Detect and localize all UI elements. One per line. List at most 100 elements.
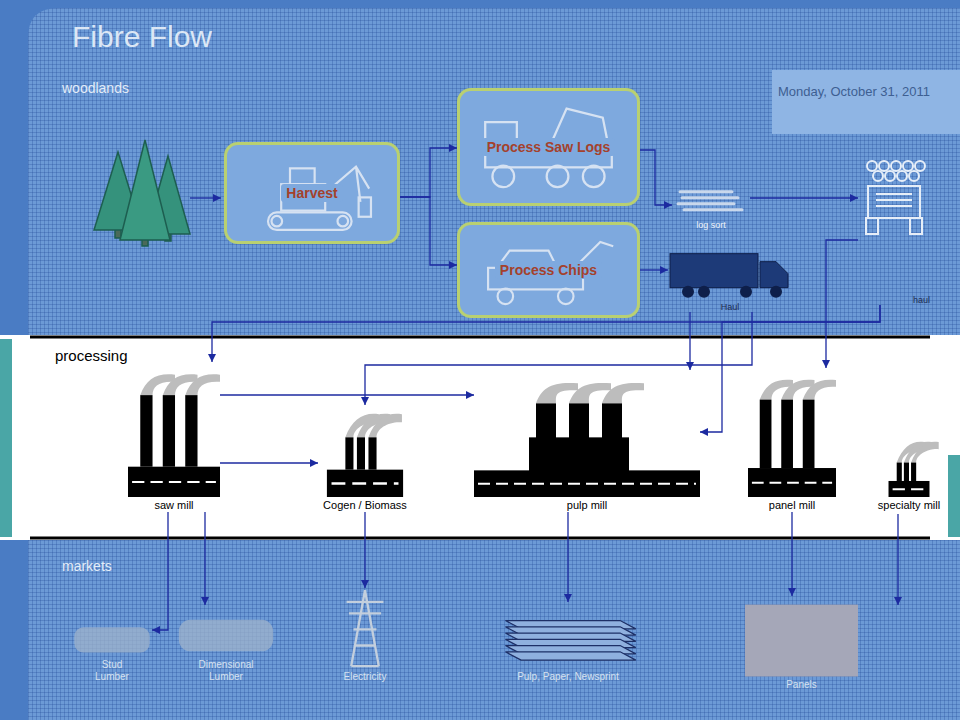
region-band: processingsaw mill Cogen / Biomass pulp mi… (0, 335, 960, 540)
region-band: marketsStud Lumber Dimensional LumberElec… (0, 540, 960, 720)
process-label: Process Saw Logs (482, 138, 616, 156)
icon-circle (558, 289, 574, 305)
icon-rect (327, 470, 403, 498)
icon-node: Electricity (325, 588, 405, 682)
process-box: Process Saw Logs (457, 88, 640, 206)
icon-label: Dimensional Lumber (190, 659, 262, 682)
icon-circle (770, 286, 782, 298)
node-icon (745, 596, 858, 677)
icon-rect (474, 470, 700, 497)
node-icon (748, 368, 836, 497)
icon-circle (891, 161, 901, 171)
flow-connector (400, 148, 457, 197)
icon-path (760, 262, 788, 288)
icon-node: Stud Lumber (72, 610, 152, 682)
icon-rect (745, 605, 858, 677)
node-icon (176, 605, 276, 657)
icon-group (488, 242, 613, 304)
icon-path (368, 414, 401, 438)
process-box: Harvest (224, 142, 400, 244)
tree (94, 152, 142, 230)
flow-connector (689, 312, 690, 370)
node-icon (72, 610, 152, 657)
icon-rect (866, 218, 878, 234)
icon-rect (670, 254, 758, 288)
flow-connector (365, 312, 752, 405)
icon-node: Haul (668, 248, 792, 312)
icon-rect (897, 463, 902, 481)
node-icon (474, 370, 700, 497)
icon-path (876, 194, 912, 206)
flow-connector (220, 462, 318, 463)
icon-line (752, 482, 832, 484)
icon-rect (179, 620, 273, 651)
icon-rect (290, 168, 315, 184)
icon-label: pulp mill (567, 499, 607, 512)
band-divider (30, 336, 930, 339)
icon-label: Electricity (344, 671, 387, 683)
node-icon (672, 182, 750, 218)
icon-path (347, 590, 384, 666)
flow-connector (567, 512, 568, 602)
icon-path (678, 192, 742, 210)
tree (146, 156, 190, 234)
icon-circle (873, 171, 883, 181)
node-icon (128, 362, 220, 497)
flow-connector (791, 512, 792, 596)
process-box: Process Chips (457, 222, 640, 318)
icon-rect (185, 395, 197, 467)
icon-label: Haul (721, 302, 740, 312)
icon-label: Stud Lumber (87, 659, 137, 682)
icon-rect (368, 437, 376, 469)
icon-node: Cogen / Biomass (318, 405, 412, 512)
icon-rect (889, 481, 930, 497)
flow-connector (204, 512, 205, 605)
process-label: Harvest (281, 184, 342, 202)
icon-path (602, 383, 644, 403)
icon-rect (128, 467, 220, 498)
band-divider (30, 537, 930, 540)
node-icon (866, 440, 952, 497)
icon-circle (272, 216, 283, 227)
icon-circle (338, 216, 349, 227)
icon-node: specialty mill (866, 440, 952, 512)
node-icon (318, 405, 412, 497)
node-icon (858, 158, 930, 293)
icon-path (505, 652, 635, 660)
icon-rect (911, 463, 916, 481)
teal-strip (948, 455, 960, 537)
date-label: Monday, October 31, 2011 (778, 84, 930, 99)
title-holder: Fibre Flow (72, 20, 212, 54)
flow-connector (400, 197, 457, 265)
icon-circle (740, 286, 752, 298)
icon-node: saw mill (128, 362, 220, 512)
tree (120, 140, 170, 240)
icon-circle (879, 161, 889, 171)
icon-label: Pulp, Paper, Newsprint (517, 671, 619, 683)
icon-node: Pulp, Paper, Newsprint (495, 602, 641, 682)
icon-path (185, 374, 220, 395)
date-panel (772, 70, 960, 134)
flow-connector (750, 197, 858, 198)
icon-rect (904, 463, 909, 481)
icon-line (132, 481, 216, 483)
icon-rect (268, 212, 352, 230)
flow-connector (640, 150, 672, 205)
icon-node: panel mill (748, 368, 836, 512)
icon-line (332, 482, 399, 484)
band-label: processing (55, 347, 128, 364)
flow-connector (640, 269, 668, 270)
icon-rect (781, 400, 793, 468)
flow-connector (152, 512, 168, 630)
icon-circle (682, 286, 694, 298)
icon-label: panel mill (769, 499, 815, 512)
icon-rect (910, 218, 922, 234)
tree-trunk (142, 238, 148, 246)
trees-illustration (94, 140, 190, 246)
band-label: markets (62, 558, 112, 574)
icon-rect (163, 395, 175, 467)
icon-circle (903, 161, 913, 171)
icon-rect (140, 395, 152, 467)
